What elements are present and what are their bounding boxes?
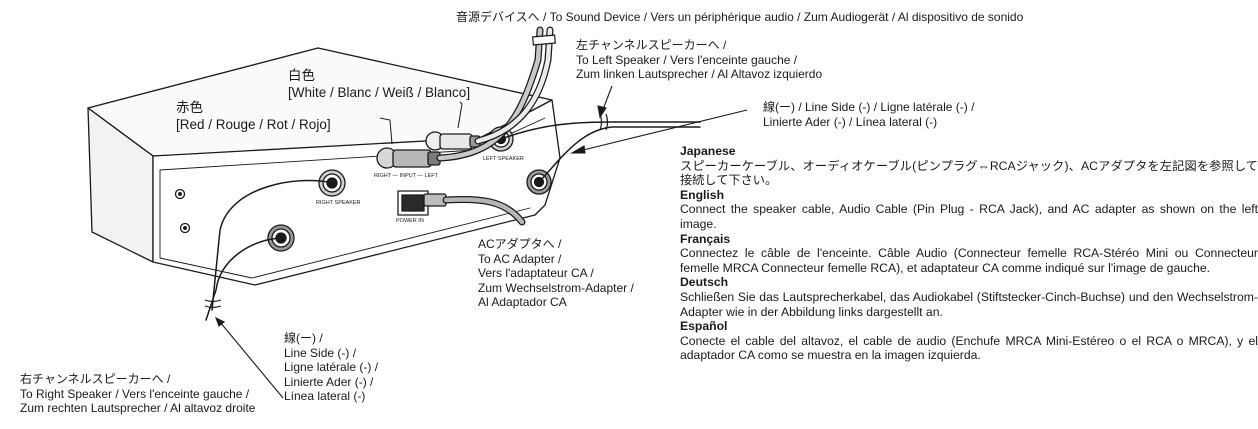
instruction-heading-french: Français [680, 231, 731, 246]
label-line-side-bottom: 線(ー) / Line Side (-) / Ligne latérale (-… [284, 331, 379, 403]
label-sound-device: 音源デバイスへ / To Sound Device / Vers un péri… [456, 10, 1024, 24]
right-speaker-wire [211, 179, 333, 311]
instruction-heading-german: Deutsch [680, 275, 729, 290]
cable-break-mark [532, 34, 556, 46]
instruction-text-english: Connect the speaker cable, Audio Cable (… [680, 202, 1258, 231]
rca-left-plug-white [425, 131, 481, 151]
panel-label-left-speaker: LEFT SPEAKER [483, 156, 524, 162]
rca-right-plug-red [376, 147, 441, 169]
arrow-icon [597, 105, 607, 119]
label-line-side-top: 線(ー) / Line Side (-) / Ligne latérale (-… [763, 100, 975, 129]
instruction-heading-english: English [680, 187, 725, 202]
instruction-text-spanish: Conecte el cable del altavoz, el cable d… [680, 333, 1258, 363]
arrow-icon [569, 145, 586, 154]
label-left-speaker: 左チャンネルスピーカーへ / To Left Speaker / Vers l'… [576, 38, 823, 81]
label-right-speaker: 右チャンネルスピーカーへ / To Right Speaker / Vers l… [20, 372, 256, 415]
panel-label-power-in: POWER IN [396, 218, 424, 224]
panel-label-input: RIGHT — INPUT — LEFT [374, 173, 438, 179]
instruction-text-french: Connectez le câble de l'enceinte. Câble … [680, 246, 1258, 275]
panel-label-right-speaker: RIGHT SPEAKER [316, 200, 361, 206]
label-ac-adapter: ACアダプタへ / To AC Adapter / Vers l'adaptat… [478, 237, 634, 309]
arrow-icon [214, 316, 226, 327]
instruction-text-japanese: スピーカーケーブル、オーディオケーブル(ピンプラグ⇔RCAジャック)、ACアダプ… [680, 158, 1258, 188]
label-red-plug: 赤色 [Red / Rouge / Rot / Rojo] [176, 100, 331, 132]
instruction-text-german: Schließen Sie das Lautsprecherkabel, das… [680, 289, 1258, 319]
instruction-heading-spanish: Español [680, 319, 728, 334]
left-speaker-wire [500, 121, 701, 140]
label-white-plug: 白色 [White / Blanc / Weiß / Blanco] [288, 68, 471, 100]
instruction-heading-japanese: Japanese [680, 144, 736, 158]
instructions-block: Japanese スピーカーケーブル、オーディオケーブル(ピンプラグ⇔RCAジャ… [680, 144, 1258, 363]
